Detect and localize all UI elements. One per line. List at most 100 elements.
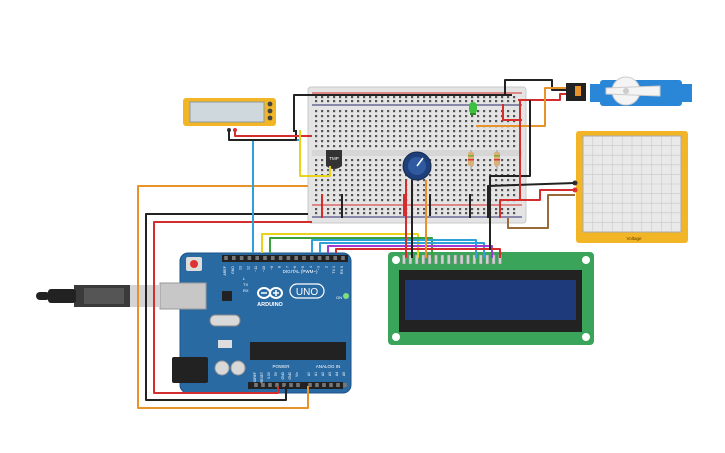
wire-servo-orange[interactable] [476,87,566,127]
lcd-pin[interactable] [408,254,413,265]
breadboard-hole [471,145,474,148]
breadboard-hole [459,169,462,172]
wire-yellow-tmp[interactable] [299,130,331,177]
wire-black-right[interactable] [489,100,531,250]
wire-data-purple[interactable] [327,245,493,258]
breadboard-hole [435,100,438,103]
breadboard-hole [483,110,486,113]
digital-pin-socket[interactable] [294,256,298,260]
lcd-pin[interactable] [421,254,425,265]
digital-pin-socket[interactable] [263,256,267,260]
breadboard-hole [423,208,426,211]
lcd-pin[interactable] [415,254,419,265]
resistor-1[interactable] [468,150,474,170]
analog-pin-socket[interactable] [322,383,326,387]
lcd-pin[interactable] [491,254,496,265]
breadboard-hole [513,179,516,182]
power-pin-socket[interactable] [261,383,265,387]
digital-pin-socket[interactable] [310,256,314,260]
lcd-pin[interactable] [466,254,470,265]
resistor-2[interactable] [494,150,500,170]
lcd-pin[interactable] [459,254,464,265]
breadboard-hole [387,169,390,172]
oscilloscope[interactable]: Voltage [572,131,689,243]
breadboard-hole [339,169,342,172]
breadboard-hole [453,110,456,113]
potentiometer[interactable] [402,151,432,181]
breadboard-hole [423,145,426,148]
lcd-pin[interactable] [447,254,451,265]
servo-motor[interactable] [566,76,692,106]
wire-multimeter-red[interactable] [234,130,312,137]
digital-pin-socket[interactable] [278,256,283,260]
breadboard-hole [363,199,366,202]
digital-pin-socket[interactable] [271,256,275,260]
analog-pin-socket[interactable] [343,383,347,387]
digital-pin-socket[interactable] [317,256,322,260]
digital-pin-socket[interactable] [341,256,345,260]
arduino-uno-board[interactable]: UNO ARDUINO DIGITAL (PWM~) POWER ANALOG … [159,252,352,394]
breadboard-hole [363,179,366,182]
power-pin-socket[interactable] [254,383,258,387]
wire-orange-power[interactable] [137,185,309,409]
digital-pin-socket[interactable] [224,256,228,260]
reset-button[interactable] [190,260,198,268]
lcd-display[interactable] [388,252,594,345]
digital-pin-socket[interactable] [325,256,330,260]
analog-pin-label: A2 [321,372,325,376]
digital-pin-socket[interactable] [286,256,291,260]
digital-pin-socket[interactable] [232,256,236,260]
power-pin-socket[interactable] [289,383,293,387]
digital-pin-socket[interactable] [302,256,306,260]
multimeter[interactable] [183,98,276,132]
breadboard-hole [459,140,462,143]
breadboard-hole [483,100,486,103]
lcd-pin[interactable] [427,254,432,265]
wire-scope-red[interactable] [499,189,575,218]
green-led[interactable] [469,102,477,115]
breadboard-hole [351,164,354,167]
digital-pin-socket[interactable] [255,256,259,260]
analog-pin-socket[interactable] [329,383,333,387]
wire-scope-brown[interactable] [507,194,575,229]
breadboard-hole [369,184,372,187]
breadboard-hole [417,115,420,118]
wire-red-vcc[interactable] [153,221,312,394]
breadboard-hole [507,140,510,143]
breadboard-hole [375,130,378,133]
analog-pin-socket[interactable] [336,383,340,387]
wire-black-top[interactable] [293,94,512,132]
lcd-pin[interactable] [479,254,483,265]
analog-pin-socket[interactable] [315,383,319,387]
temperature-sensor[interactable]: TMP [326,150,342,169]
power-pin-socket[interactable] [296,383,300,387]
breadboard-hole [375,96,378,99]
wire-black-ground[interactable] [145,213,308,401]
lcd-pin[interactable] [402,254,406,265]
breadboard-hole [489,110,492,113]
breadboard-hole [447,184,450,187]
lcd-pin[interactable] [434,254,438,265]
wire-data-blue-2[interactable] [319,242,485,258]
breadboard-hole [381,135,384,138]
digital-pin-socket[interactable] [247,256,252,260]
lcd-pin[interactable] [472,254,477,265]
analog-pin-socket[interactable] [308,383,312,387]
wire-scope-black[interactable] [487,182,576,218]
breadboard-hole [381,145,384,148]
power-pin-socket[interactable] [268,383,272,387]
digital-pin-socket[interactable] [239,256,244,260]
lcd-pin[interactable] [485,254,489,265]
power-pin-socket[interactable] [282,383,286,387]
digital-pin-socket[interactable] [333,256,337,260]
power-pin-socket[interactable] [275,383,279,387]
lcd-pin[interactable] [440,254,445,265]
wire-data-red[interactable] [335,248,501,258]
breadboard-hole [321,179,324,182]
wire-servo-black[interactable] [504,79,566,95]
breadboard-hole [507,159,510,162]
breadboard-hole [363,120,366,123]
breadboard-hole [345,169,348,172]
wire-servo-red[interactable] [518,93,566,101]
lcd-pin[interactable] [453,254,457,265]
